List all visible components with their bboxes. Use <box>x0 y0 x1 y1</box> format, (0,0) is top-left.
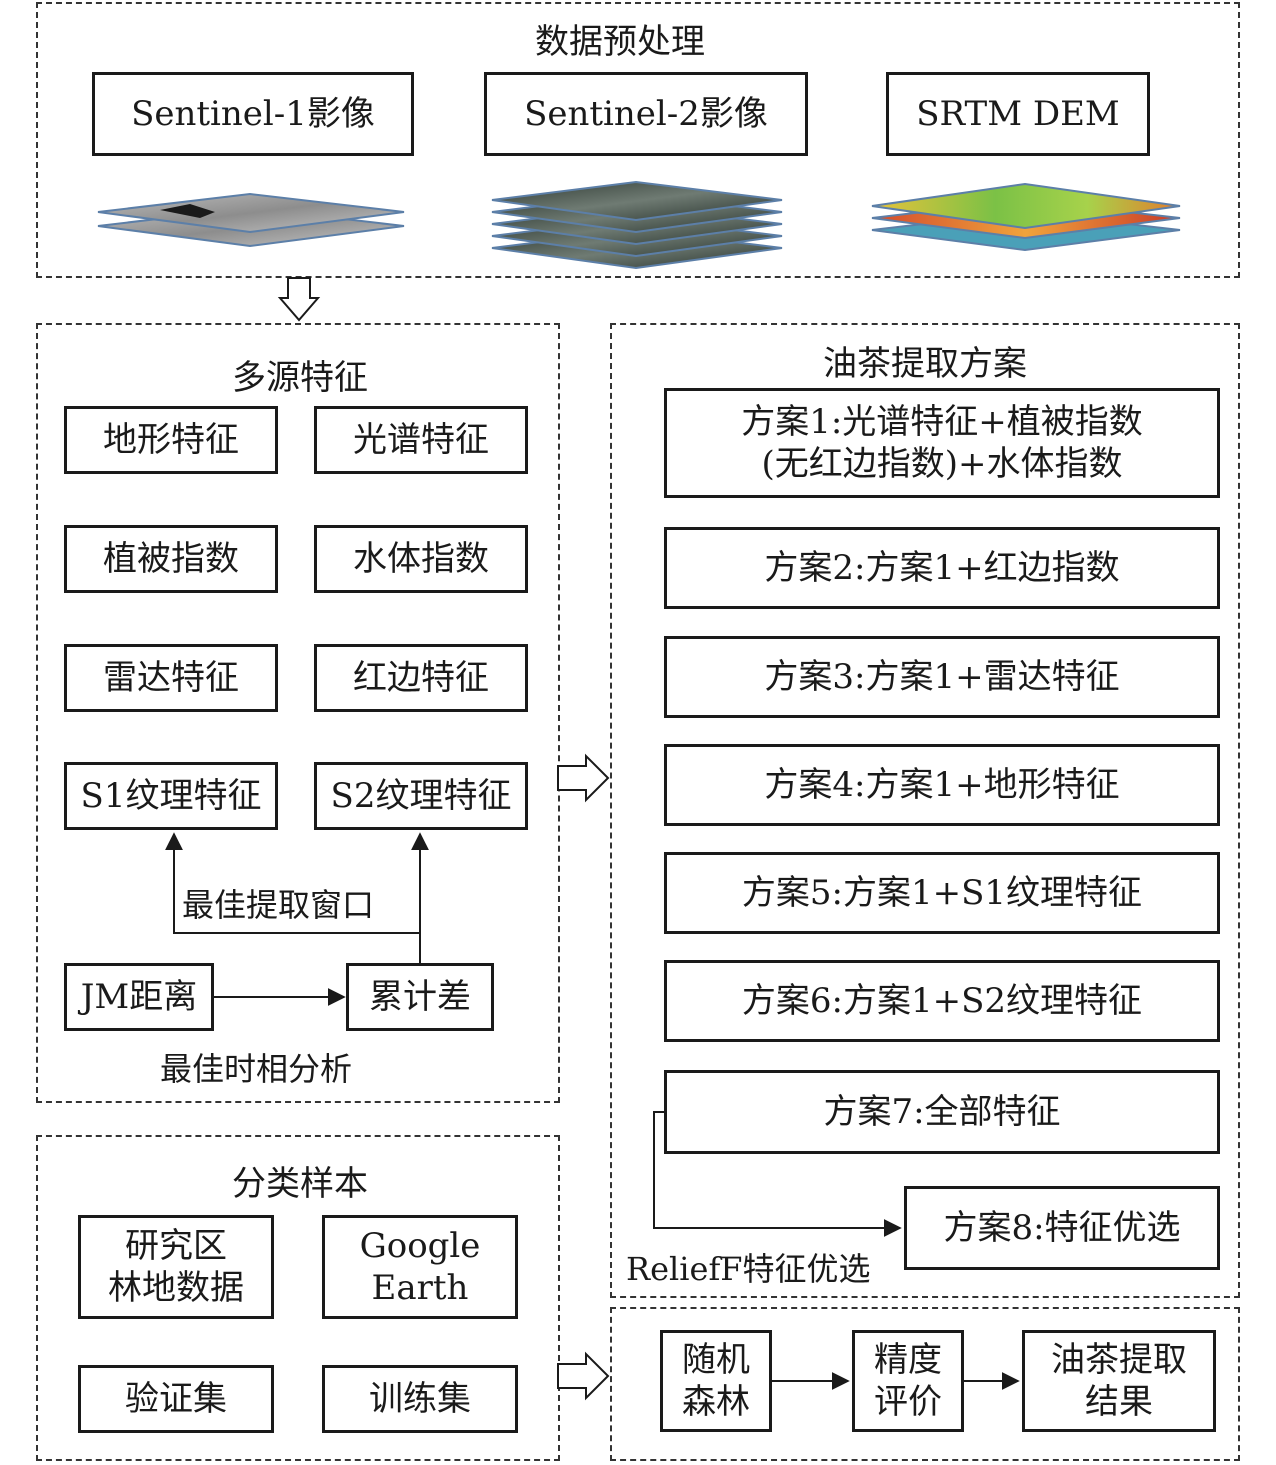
google-earth-line2: Earth <box>371 1268 469 1308</box>
accuracy-eval-box: 精度 评价 <box>852 1330 964 1432</box>
right-hollow-arrow-2 <box>557 1351 610 1401</box>
best-window-label: 最佳提取窗口 <box>182 880 375 926</box>
forest-data-box: 研究区 林地数据 <box>78 1215 274 1319</box>
relieff-label: ReliefF特征优选 <box>626 1250 871 1288</box>
random-forest-line2: 森林 <box>682 1382 750 1422</box>
validation-set-box: 验证集 <box>78 1365 274 1433</box>
schemes-title: 油茶提取方案 <box>823 344 1027 384</box>
accuracy-eval-line2: 评价 <box>874 1382 942 1422</box>
extraction-result-line1: 油茶提取 <box>1051 1339 1187 1380</box>
scheme-6: 方案6:方案1+S2纹理特征 <box>664 960 1220 1042</box>
scheme-7: 方案7:全部特征 <box>664 1070 1220 1154</box>
preprocess-region <box>36 2 1240 278</box>
feature-s2-texture: S2纹理特征 <box>314 762 528 830</box>
best-phase-label: 最佳时相分析 <box>160 1050 353 1088</box>
jm-distance-box: JM距离 <box>64 963 214 1031</box>
scheme-1-line1: 方案1:光谱特征+植被指数 <box>741 401 1143 442</box>
features-title: 多源特征 <box>232 358 368 398</box>
sentinel2-box: Sentinel-2影像 <box>484 72 808 156</box>
feature-water-index: 水体指数 <box>314 525 528 593</box>
feature-veg-index: 植被指数 <box>64 525 278 593</box>
accuracy-eval-line1: 精度 <box>874 1339 942 1380</box>
scheme-8: 方案8:特征优选 <box>904 1186 1220 1270</box>
random-forest-line1: 随机 <box>682 1339 750 1380</box>
scheme-1-line2: (无红边指数)+水体指数 <box>761 444 1123 484</box>
scheme-2: 方案2:方案1+红边指数 <box>664 527 1220 609</box>
forest-data-line1: 研究区 <box>125 1225 227 1266</box>
scheme-4: 方案4:方案1+地形特征 <box>664 744 1220 826</box>
classify-region <box>610 1307 1240 1461</box>
down-hollow-arrow <box>277 277 321 322</box>
scheme-3: 方案3:方案1+雷达特征 <box>664 636 1220 718</box>
feature-terrain: 地形特征 <box>64 406 278 474</box>
feature-radar: 雷达特征 <box>64 644 278 712</box>
srtm-dem-box: SRTM DEM <box>886 72 1150 156</box>
extraction-result-line2: 结果 <box>1085 1382 1153 1422</box>
schemes-region <box>610 323 1240 1298</box>
cumulative-diff-box: 累计差 <box>346 963 494 1031</box>
preprocess-title: 数据预处理 <box>535 22 705 62</box>
forest-data-line2: 林地数据 <box>108 1268 244 1308</box>
sentinel1-box: Sentinel-1影像 <box>92 72 414 156</box>
extraction-result-box: 油茶提取 结果 <box>1022 1330 1216 1432</box>
samples-region <box>36 1135 560 1461</box>
feature-spectral: 光谱特征 <box>314 406 528 474</box>
google-earth-box: Google Earth <box>322 1215 518 1319</box>
feature-s1-texture: S1纹理特征 <box>64 762 278 830</box>
feature-red-edge: 红边特征 <box>314 644 528 712</box>
right-hollow-arrow-1 <box>557 753 610 803</box>
google-earth-line1: Google <box>359 1225 481 1266</box>
random-forest-box: 随机 森林 <box>660 1330 772 1432</box>
samples-title: 分类样本 <box>232 1164 368 1204</box>
features-region <box>36 323 560 1103</box>
training-set-box: 训练集 <box>322 1365 518 1433</box>
scheme-1: 方案1:光谱特征+植被指数 (无红边指数)+水体指数 <box>664 388 1220 498</box>
scheme-5: 方案5:方案1+S1纹理特征 <box>664 852 1220 934</box>
